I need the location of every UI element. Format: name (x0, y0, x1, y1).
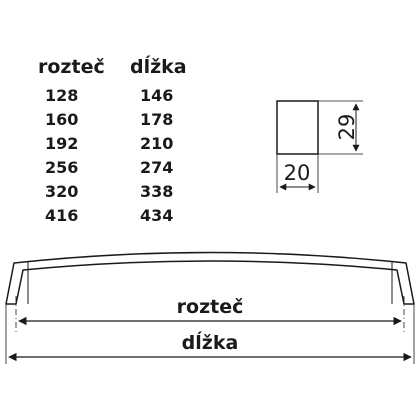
spacing-value-160: 160 (45, 110, 79, 129)
header-spacing: rozteč (38, 56, 105, 78)
center-lines (5, 296, 415, 364)
profile-rectangle (276, 100, 319, 155)
length-value-338: 338 (140, 182, 174, 201)
height-label: 29 (335, 114, 359, 141)
length-value-274: 274 (140, 158, 174, 177)
width-label: 20 (284, 161, 311, 185)
spacing-label: rozteč (177, 296, 244, 318)
spacing-value-128: 128 (45, 86, 79, 105)
cross-section: 29 20 (276, 100, 363, 193)
length-value-434: 434 (140, 206, 174, 225)
spacing-value-416: 416 (45, 206, 79, 225)
spacing-value-320: 320 (45, 182, 79, 201)
spacing-value-192: 192 (45, 134, 79, 153)
length-value-178: 178 (140, 110, 174, 129)
handle-side-view (5, 251, 415, 305)
handle-outline (5, 251, 415, 305)
length-value-146: 146 (140, 86, 174, 105)
spacing-value-256: 256 (45, 158, 79, 177)
length-value-210: 210 (140, 134, 174, 153)
header-length: dĺžka (130, 56, 187, 78)
length-label: dĺžka (182, 331, 239, 354)
